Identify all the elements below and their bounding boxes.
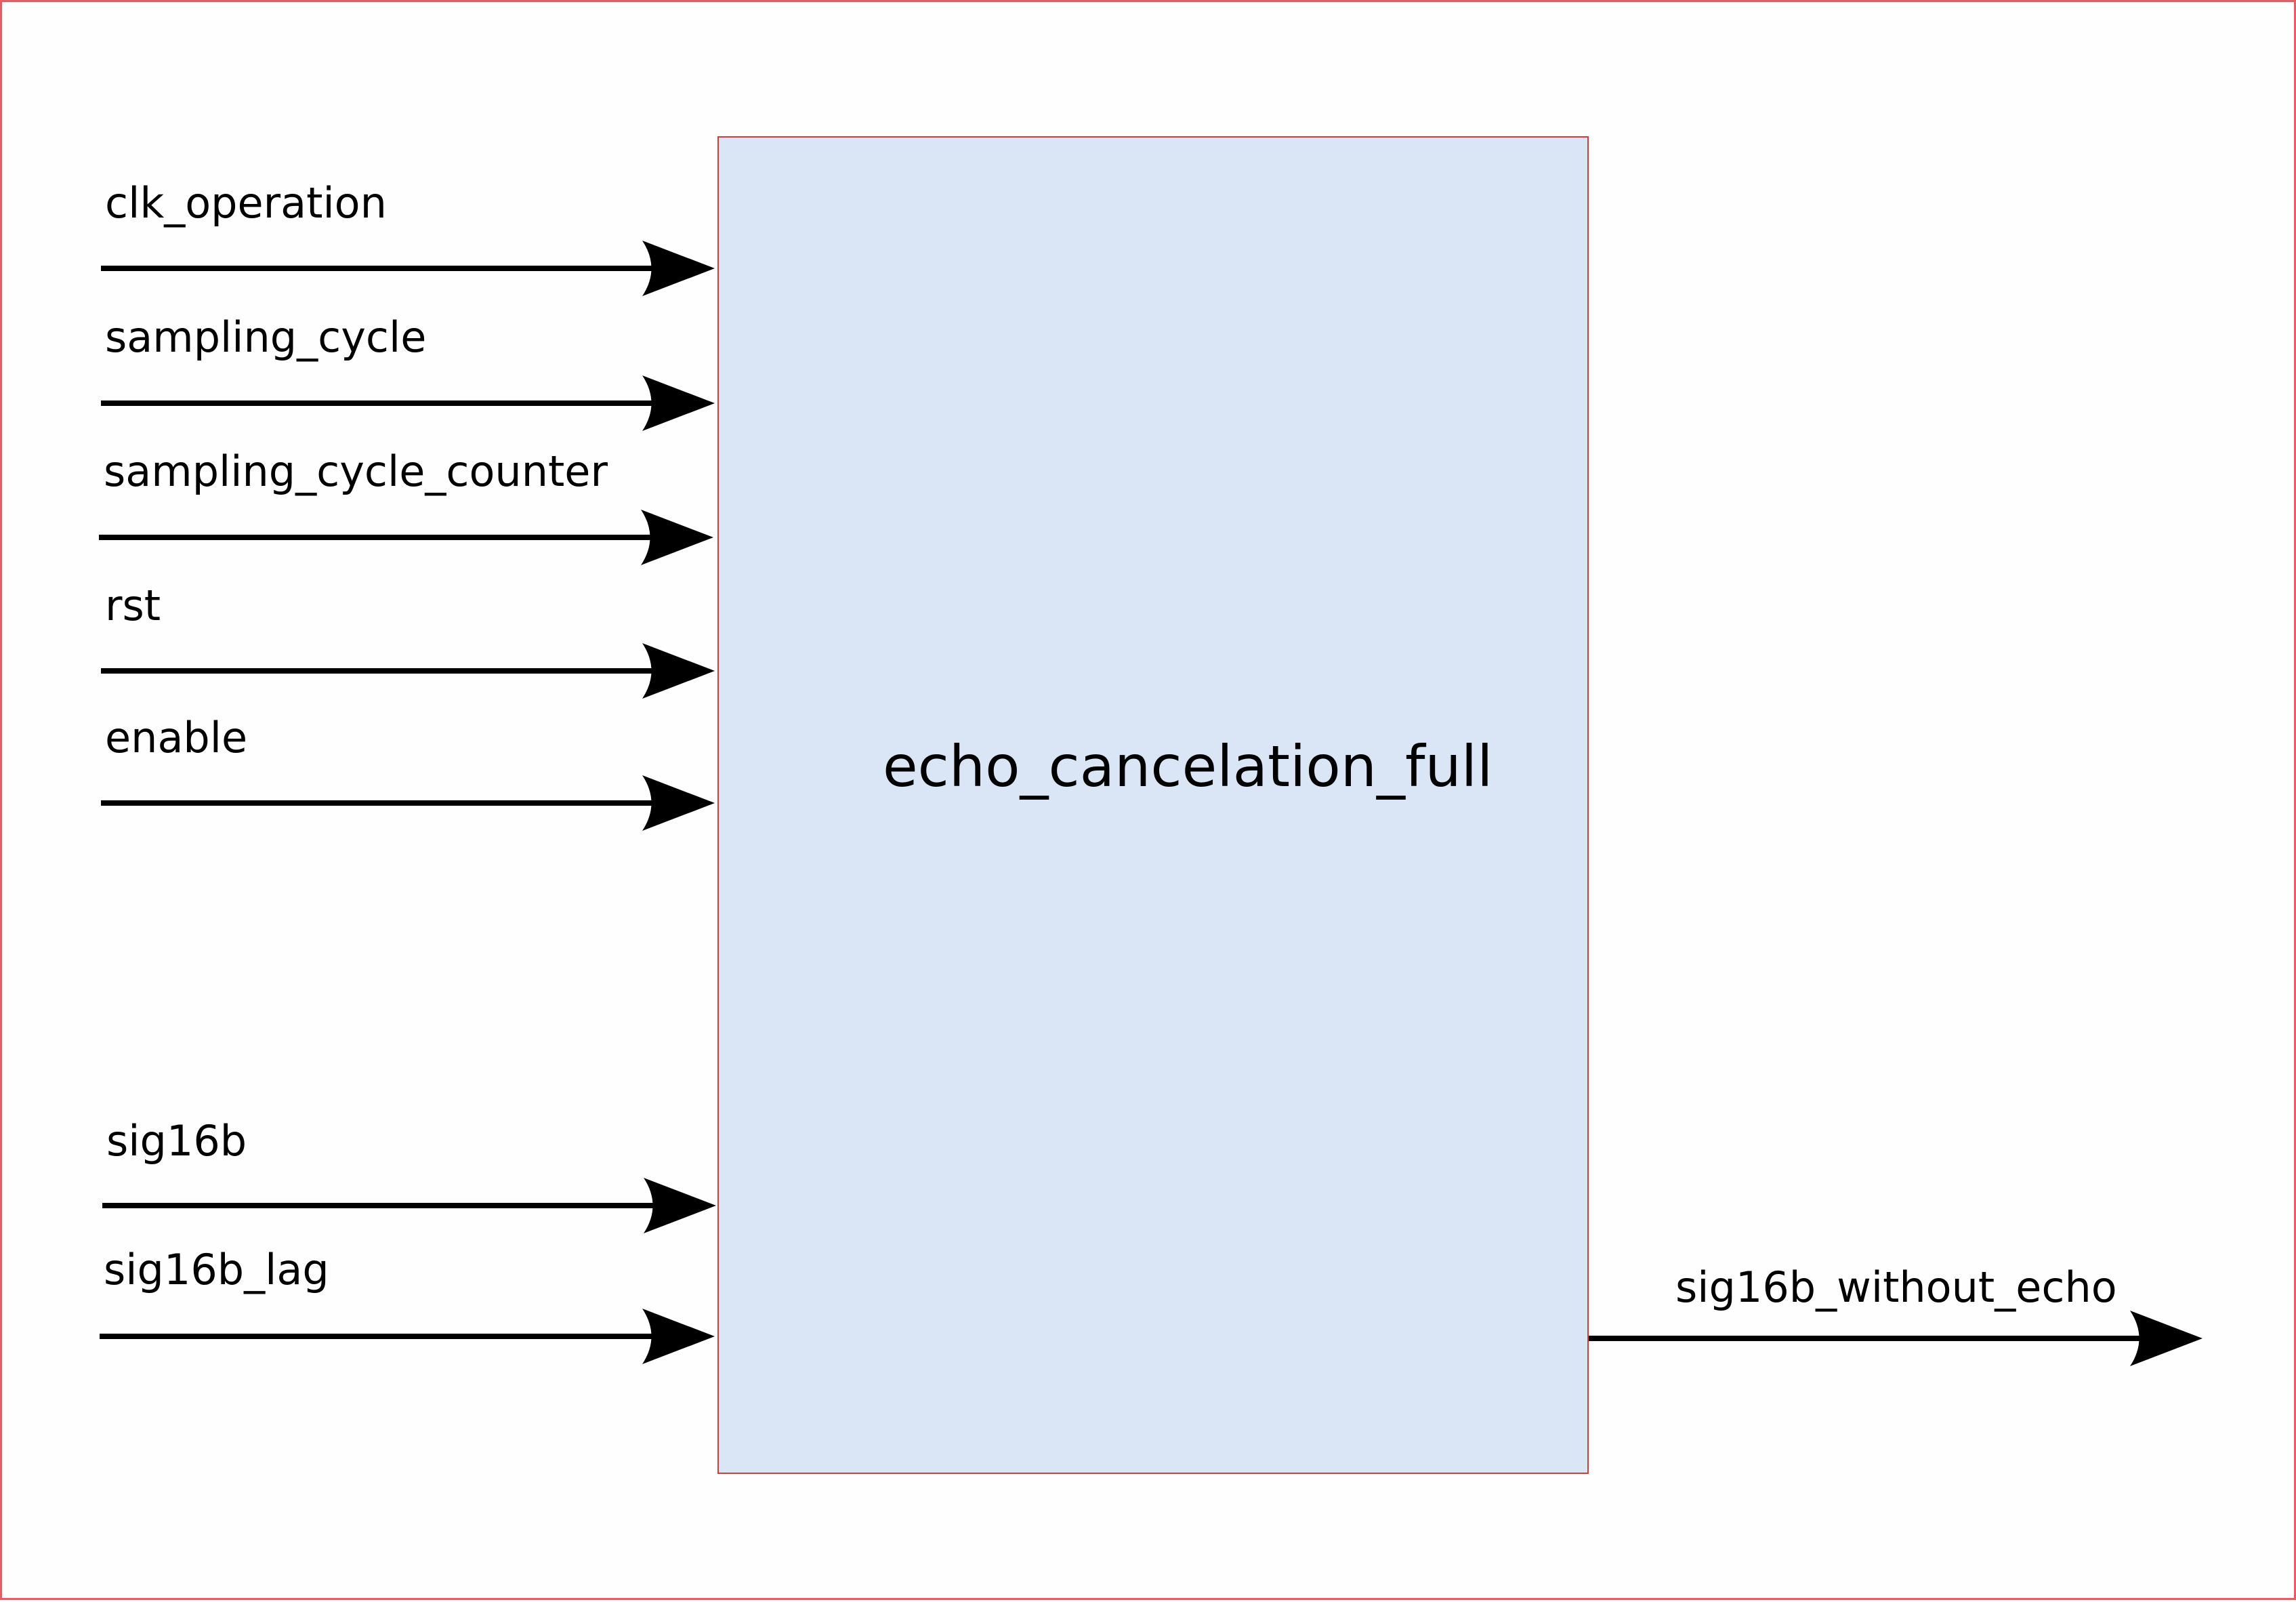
input-wire-clk-operation: [101, 241, 715, 296]
input-wire-enable: [101, 775, 715, 831]
arrowhead-icon: [642, 241, 715, 296]
arrowhead-icon: [642, 1309, 715, 1364]
arrowhead-icon: [641, 510, 713, 565]
module-block: [717, 136, 1589, 1474]
output-label-sig16b-without-echo: sig16b_without_echo: [1675, 1262, 2117, 1312]
input-label-sampling-cycle: sampling_cycle: [105, 312, 427, 362]
input-label-sig16b: sig16b: [106, 1116, 247, 1166]
module-name: echo_cancelation_full: [883, 733, 1493, 800]
output-wire-sig16b-without-echo: [1589, 1311, 2203, 1366]
input-label-sig16b-lag: sig16b_lag: [104, 1245, 329, 1294]
input-label-rst: rst: [105, 581, 161, 630]
input-wire-sampling-cycle-counter: [99, 510, 713, 565]
input-wire-sig16b: [102, 1178, 716, 1233]
arrowhead-icon: [642, 775, 715, 831]
arrowhead-icon: [2130, 1311, 2203, 1366]
input-label-enable: enable: [105, 713, 248, 762]
arrowhead-icon: [644, 1178, 716, 1233]
input-wire-sig16b-lag: [100, 1309, 715, 1364]
input-label-sampling-cycle-counter: sampling_cycle_counter: [104, 447, 608, 496]
input-label-clk-operation: clk_operation: [105, 178, 387, 228]
arrowhead-icon: [642, 643, 715, 699]
input-wire-rst: [101, 643, 715, 699]
input-wire-sampling-cycle: [101, 375, 715, 431]
arrowhead-icon: [642, 375, 715, 431]
